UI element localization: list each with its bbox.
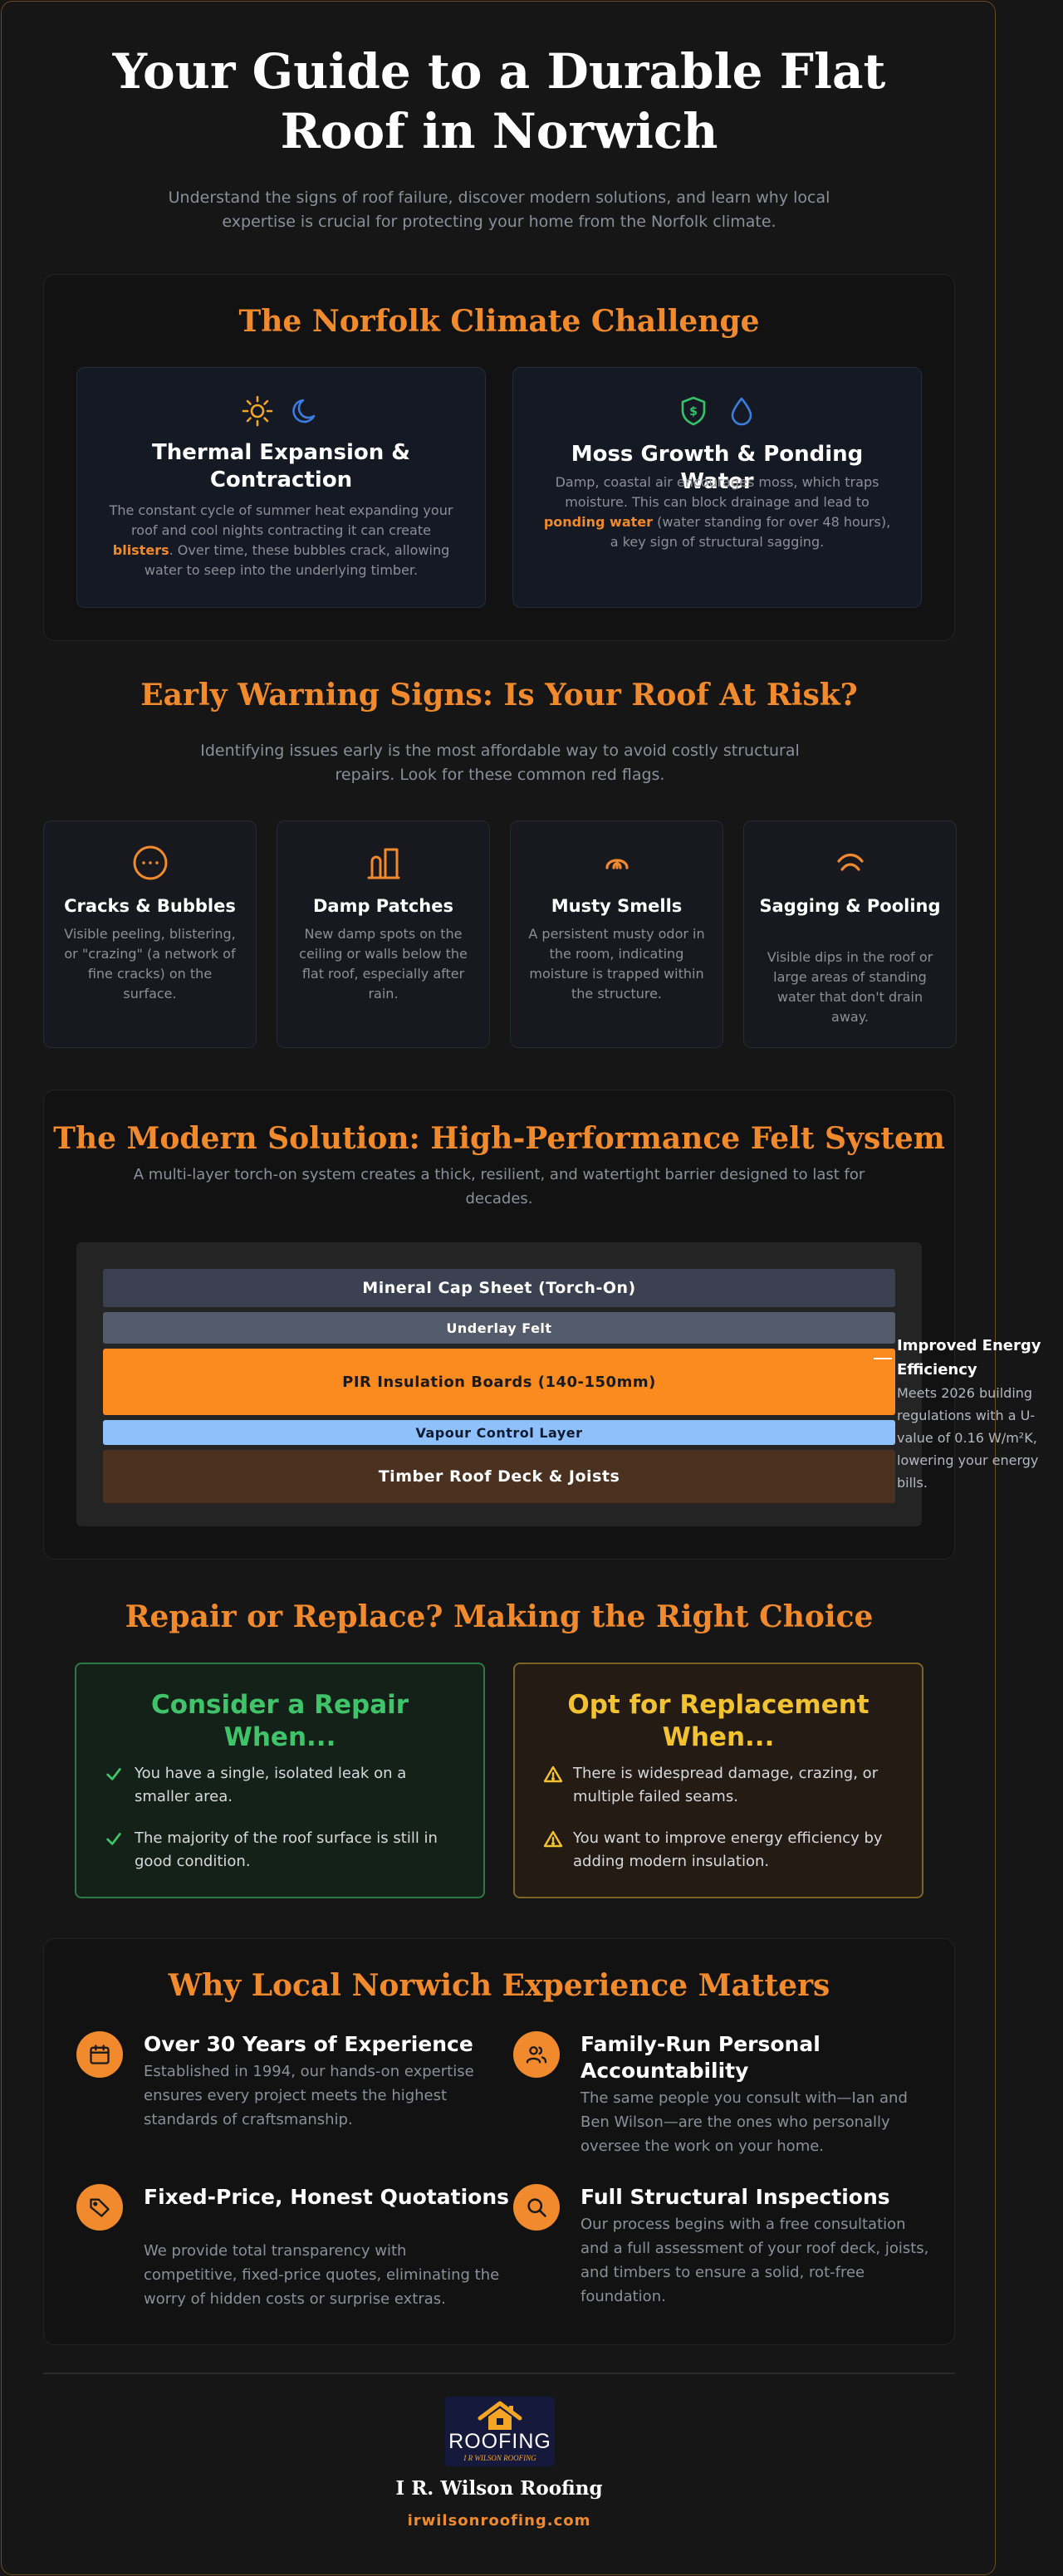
warning-card-title: Sagging & Pooling (759, 896, 941, 916)
replace-item: You want to improve energy efficiency by… (543, 1827, 897, 1873)
replace-title: Opt for Replacement When... (567, 1690, 870, 1752)
water-drop-icon (725, 394, 758, 431)
magnifier-icon (513, 2184, 560, 2231)
warning-triangle-icon (543, 1827, 563, 1873)
why-item-text: The same people you consult with—Ian and… (580, 2089, 908, 2155)
warning-card-sagging: Sagging & Pooling Visible dips in the ro… (743, 820, 957, 1048)
footer-divider (43, 2373, 955, 2374)
energy-callout: Improved Energy Efficiency Meets 2026 bu… (897, 1334, 1063, 1494)
why-item-title: Family-Run Personal Accountability (580, 2032, 821, 2083)
energy-callout-title: Improved Energy Efficiency (897, 1337, 1041, 1379)
warnings-intro: Identifying issues early is the most aff… (200, 742, 800, 784)
logo-word: ROOFING (448, 2430, 551, 2453)
warning-card-text: New damp spots on the ceiling or walls b… (299, 926, 468, 1002)
check-icon (105, 1762, 125, 1809)
replace-card: Opt for Replacement When... There is wid… (513, 1663, 923, 1898)
company-name: I R. Wilson Roofing (395, 2477, 603, 2500)
why-item-title: Full Structural Inspections (580, 2185, 890, 2209)
why-item-title: Over 30 Years of Experience (144, 2032, 473, 2056)
climate-title: The Norfolk Climate Challenge (238, 304, 760, 339)
page-title: Your Guide to a Durable Flat Roof in Nor… (112, 43, 886, 159)
warning-card-title: Musty Smells (551, 896, 683, 916)
replace-item: There is widespread damage, crazing, or … (543, 1762, 897, 1809)
energy-callout-text: Meets 2026 building regulations with a U… (897, 1385, 1039, 1491)
solution-intro: A multi-layer torch-on system creates a … (133, 1166, 865, 1207)
repair-card: Consider a Repair When... You have a sin… (75, 1663, 485, 1898)
warning-card-text: Visible peeling, blistering, or "crazing… (64, 926, 236, 1002)
repair-item: The majority of the roof surface is stil… (105, 1827, 458, 1873)
page-intro: Understand the signs of roof failure, di… (168, 189, 830, 231)
climate-card-title: Moss Growth & Ponding Water (571, 442, 864, 494)
logo-subtext: I R WILSON ROOFING (463, 2454, 536, 2462)
check-icon (105, 1827, 125, 1873)
why-item-family: Family-Run Personal Accountability The s… (513, 2031, 945, 2156)
warning-card-damp: Damp Patches New damp spots on the ceili… (277, 820, 490, 1048)
company-website-link[interactable]: irwilsonroofing.com (407, 2512, 591, 2529)
users-icon (513, 2031, 560, 2078)
smell-icon (597, 843, 637, 886)
warning-card-title: Cracks & Bubbles (64, 896, 236, 916)
why-item-title: Fixed-Price, Honest Quotations (144, 2185, 510, 2209)
why-item-inspections: Full Structural Inspections Our process … (513, 2184, 945, 2309)
solution-title: The Modern Solution: High-Performance Fe… (53, 1121, 945, 1156)
warnings-title: Early Warning Signs: Is Your Roof At Ris… (140, 678, 858, 713)
house-roof-icon (478, 2401, 522, 2430)
layer-mineral-cap: Mineral Cap Sheet (Torch-On) (103, 1269, 895, 1307)
sun-icon (241, 394, 274, 431)
climate-card-moss: $ Moss Growth & Ponding Water Damp, coas… (512, 367, 922, 608)
layer-vapour-control: Vapour Control Layer (103, 1420, 895, 1445)
repair-item: You have a single, isolated leak on a sm… (105, 1762, 458, 1809)
calendar-icon (76, 2031, 123, 2078)
damp-wall-icon (364, 843, 404, 886)
shield-icon: $ (677, 394, 710, 431)
climate-card-text: The constant cycle of summer heat expand… (109, 502, 453, 578)
dots-circle-icon (130, 843, 170, 886)
why-item-text: We provide total transparency with compe… (144, 2242, 500, 2308)
choice-title: Repair or Replace? Making the Right Choi… (125, 1599, 874, 1634)
page-frame: Your Guide to a Durable Flat Roof in Nor… (1, 1, 1041, 2575)
climate-card-text: Damp, coastal air encourages moss, which… (543, 474, 891, 550)
price-tag-icon (76, 2184, 123, 2231)
callout-line (874, 1358, 892, 1359)
layer-timber-deck: Timber Roof Deck & Joists (103, 1450, 895, 1503)
why-item-experience: Over 30 Years of Experience Established … (76, 2031, 508, 2139)
climate-card-title: Thermal Expansion & Contraction (152, 440, 410, 492)
why-item-text: Established in 1994, our hands-on expert… (144, 2063, 474, 2128)
climate-card-thermal: Thermal Expansion & Contraction The cons… (76, 367, 486, 608)
warning-card-musty: Musty Smells A persistent musty odor in … (510, 820, 723, 1048)
warning-card-text: A persistent musty odor in the room, ind… (528, 926, 705, 1002)
warning-triangle-icon (543, 1762, 563, 1809)
svg-text:$: $ (689, 405, 698, 419)
moon-icon (289, 394, 322, 431)
local-panel (43, 1938, 955, 2345)
repair-title: Consider a Repair When... (150, 1690, 409, 1752)
sagging-icon (830, 843, 870, 886)
warning-card-text: Visible dips in the roof or large areas … (767, 949, 933, 1025)
warning-card-cracks: Cracks & Bubbles Visible peeling, bliste… (43, 820, 257, 1048)
layer-underlay: Underlay Felt (103, 1312, 895, 1344)
warning-card-title: Damp Patches (312, 896, 453, 916)
local-title: Why Local Norwich Experience Matters (168, 1968, 830, 2003)
company-logo: ROOFING I R WILSON ROOFING (445, 2397, 555, 2466)
layer-pir-insulation: PIR Insulation Boards (140-150mm) (103, 1349, 895, 1415)
why-item-fixed-price: Fixed-Price, Honest Quotations We provid… (76, 2184, 510, 2309)
why-item-text: Our process begins with a free consultat… (580, 2216, 929, 2305)
